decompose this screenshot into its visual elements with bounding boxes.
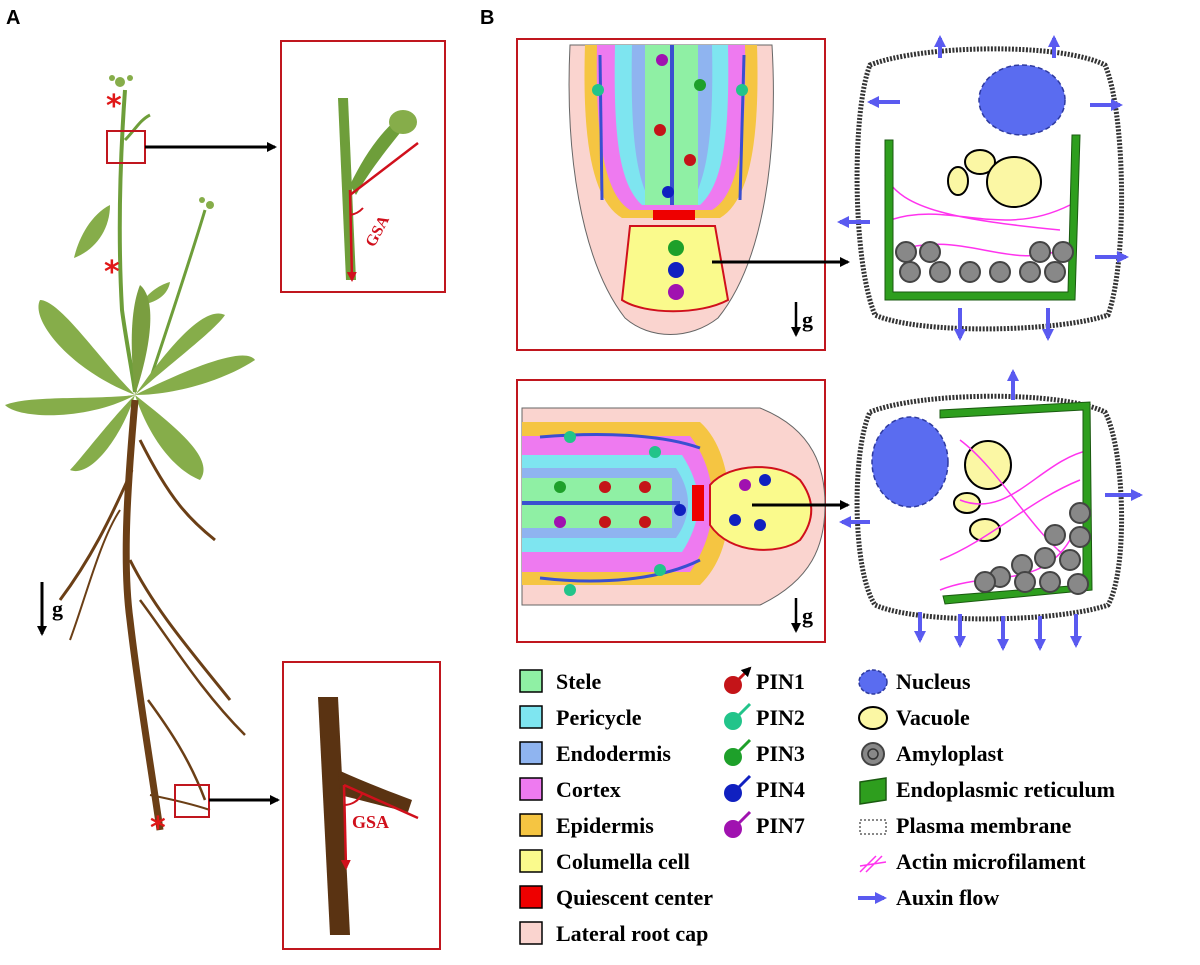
legend-item-pin4: PIN4 bbox=[724, 774, 805, 802]
legend-label-endodermis: Endodermis bbox=[556, 741, 671, 766]
asterisk-inflorescence-top: * bbox=[106, 89, 122, 124]
legend-label-lateral-root-cap: Lateral root cap bbox=[556, 921, 708, 946]
legend-label-vacuole: Vacuole bbox=[896, 705, 970, 730]
legend-item-pin7: PIN7 bbox=[724, 810, 805, 838]
legend-item-pin2: PIN2 bbox=[724, 702, 805, 730]
legend-label-pin2: PIN2 bbox=[756, 705, 805, 730]
pin7-icon bbox=[724, 820, 742, 838]
legend-label-nucleus: Nucleus bbox=[896, 669, 971, 694]
legend-item-lateral-root-cap: Lateral root cap bbox=[519, 921, 708, 946]
horizontal-root-tip: g bbox=[516, 379, 826, 643]
legend-item-pericycle: Pericycle bbox=[519, 705, 642, 730]
legend-item-cortex: Cortex bbox=[519, 777, 621, 802]
legend-label-epidermis: Epidermis bbox=[556, 813, 654, 838]
legend-label-columella: Columella cell bbox=[556, 849, 690, 874]
lateral-root-cap-swatch bbox=[519, 921, 543, 945]
er-icon bbox=[859, 777, 887, 805]
asterisk-root-tip: * bbox=[150, 811, 166, 846]
gravity-label-b-top: g bbox=[802, 307, 813, 332]
shoot-callout-box bbox=[106, 130, 146, 164]
epidermis-swatch bbox=[519, 813, 543, 837]
legend-label-pin7: PIN7 bbox=[756, 813, 805, 838]
plant-illustration bbox=[5, 75, 255, 831]
root-gsa-inset: GSA bbox=[282, 661, 441, 950]
legend-item-endodermis: Endodermis bbox=[519, 741, 671, 766]
legend-label-pericycle: Pericycle bbox=[556, 705, 642, 730]
legend-item-auxin-flow: Auxin flow bbox=[858, 885, 999, 910]
legend-item-stele: Stele bbox=[519, 669, 601, 694]
legend-label-quiescent: Quiescent center bbox=[556, 885, 713, 910]
root-gsa-label: GSA bbox=[352, 812, 389, 832]
vacuole-icon bbox=[858, 706, 888, 730]
legend-item-er: Endoplasmic reticulum bbox=[859, 777, 1115, 805]
horizontal-columella-cell bbox=[839, 369, 1143, 651]
gravity-label-b-bottom: g bbox=[802, 603, 813, 628]
legend-label-er: Endoplasmic reticulum bbox=[896, 777, 1115, 802]
panel-a-letter: A bbox=[6, 7, 20, 29]
legend-label-stele: Stele bbox=[556, 669, 601, 694]
legend-item-amyloplast: Amyloplast bbox=[861, 741, 1004, 766]
endodermis-swatch bbox=[519, 741, 543, 765]
legend-item-quiescent: Quiescent center bbox=[519, 885, 713, 910]
panel-b-letter: B bbox=[480, 7, 494, 29]
cortex-swatch bbox=[519, 777, 543, 801]
asterisk-inflorescence-mid: * bbox=[104, 255, 120, 290]
legend-label-actin: Actin microfilament bbox=[896, 849, 1086, 874]
quiescent-swatch bbox=[519, 885, 543, 909]
legend-label-plasma-membrane: Plasma membrane bbox=[896, 813, 1072, 838]
gravity-label-a: g bbox=[52, 596, 63, 621]
legend-item-plasma-membrane: Plasma membrane bbox=[859, 813, 1072, 838]
pin3-icon bbox=[724, 748, 742, 766]
columella-swatch bbox=[519, 849, 543, 873]
shoot-gsa-inset: GSA bbox=[280, 40, 446, 293]
vertical-root-tip: g bbox=[516, 38, 826, 351]
stele-swatch bbox=[519, 669, 543, 693]
legend-item-vacuole: Vacuole bbox=[858, 705, 970, 730]
pin4-icon bbox=[724, 784, 742, 802]
legend-label-cortex: Cortex bbox=[556, 777, 621, 802]
legend-label-auxin-flow: Auxin flow bbox=[896, 885, 999, 910]
pin2-icon bbox=[724, 712, 742, 730]
legend-label-pin3: PIN3 bbox=[756, 741, 805, 766]
legend-item-epidermis: Epidermis bbox=[519, 813, 654, 838]
amyloplast-icon bbox=[861, 742, 885, 766]
nucleus-icon bbox=[858, 669, 888, 695]
pin1-icon bbox=[724, 676, 742, 694]
legend-label-amyloplast: Amyloplast bbox=[896, 741, 1004, 766]
legend: Stele Pericycle Endodermis Cortex Epider… bbox=[519, 666, 1115, 946]
legend-item-columella: Columella cell bbox=[519, 849, 690, 874]
plasma-membrane-icon bbox=[859, 819, 887, 835]
legend-label-pin4: PIN4 bbox=[756, 777, 805, 802]
legend-item-pin3: PIN3 bbox=[724, 738, 805, 766]
pericycle-swatch bbox=[519, 705, 543, 729]
legend-item-pin1: PIN1 bbox=[724, 666, 805, 694]
actin-icon bbox=[859, 855, 887, 873]
legend-label-pin1: PIN1 bbox=[756, 669, 805, 694]
vertical-columella-cell bbox=[837, 35, 1129, 341]
legend-item-nucleus: Nucleus bbox=[858, 669, 971, 695]
legend-item-actin: Actin microfilament bbox=[859, 849, 1086, 874]
